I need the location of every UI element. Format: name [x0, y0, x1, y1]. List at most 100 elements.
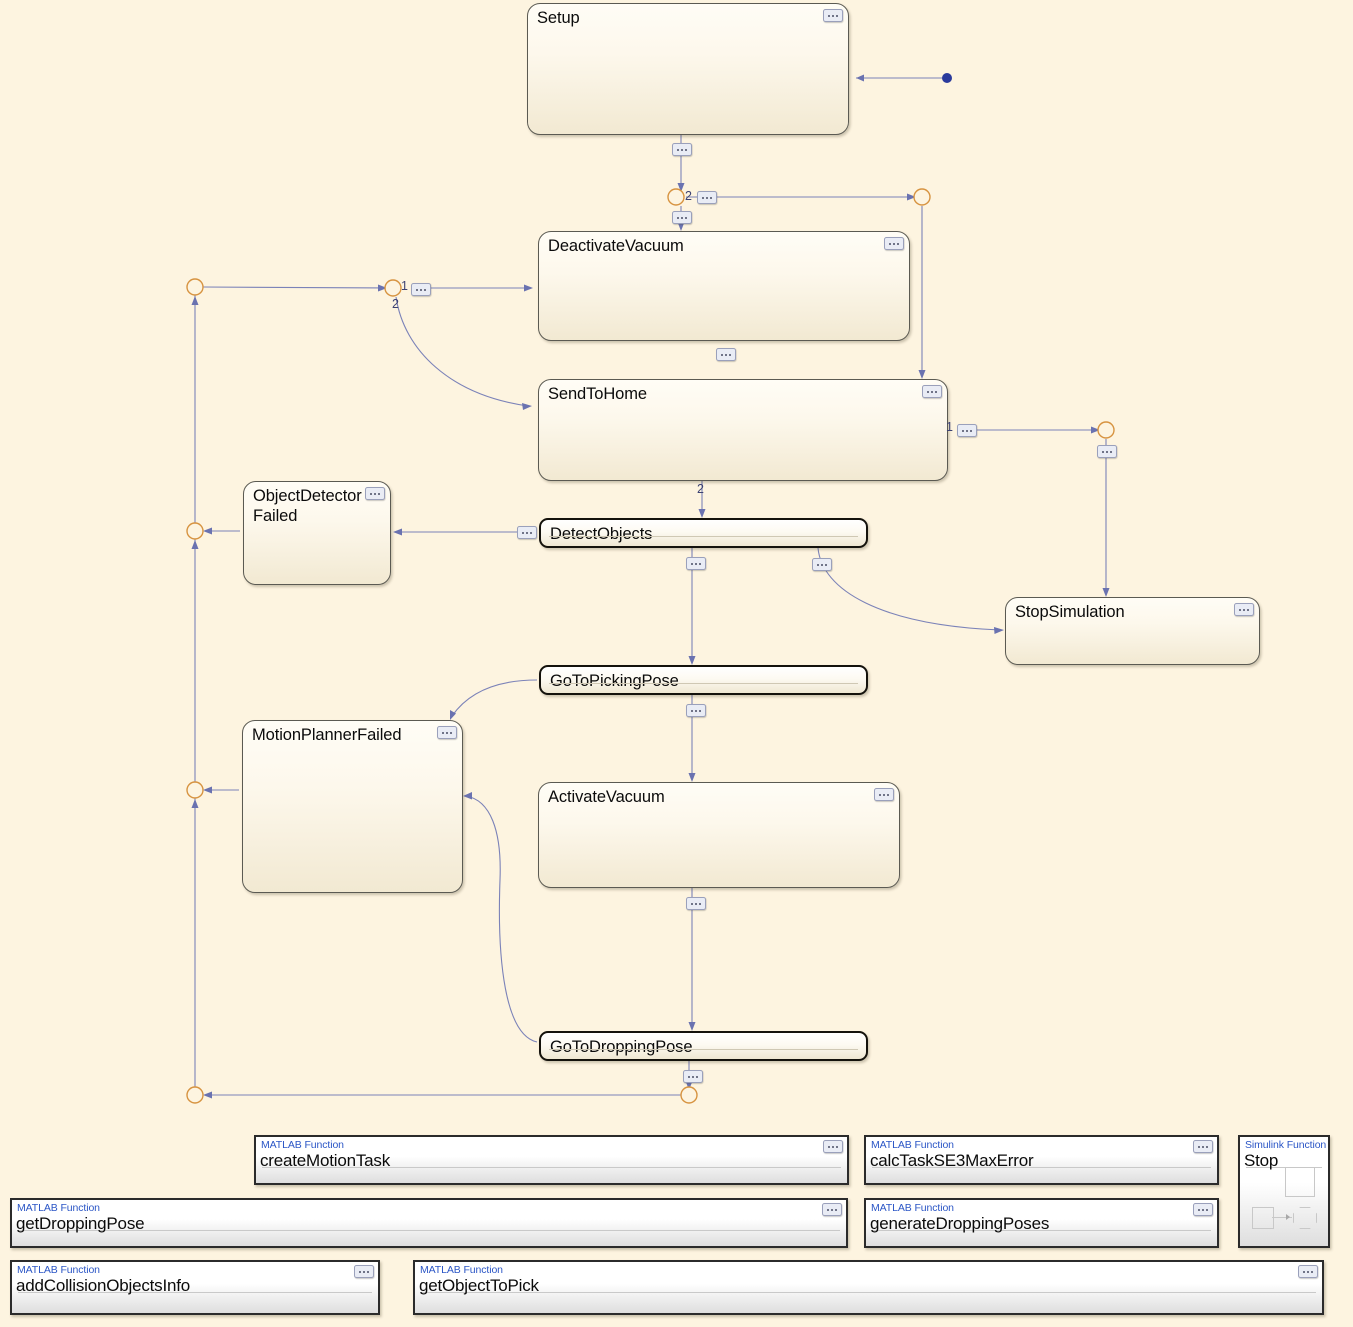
- block-options-icon[interactable]: [822, 1203, 842, 1216]
- preview-subsystem-square: [1285, 1167, 1315, 1197]
- state-setup[interactable]: Setup: [527, 3, 849, 135]
- function-name-rule: [872, 1230, 1211, 1231]
- state-options-icon[interactable]: [1234, 603, 1254, 616]
- arrowhead-picking-top: [688, 656, 696, 665]
- transition-order-label: 2: [697, 482, 704, 496]
- transition-options-icon[interactable]: [686, 557, 706, 570]
- arrowhead-jdeact: [378, 284, 387, 292]
- state-options-icon[interactable]: [884, 237, 904, 250]
- function-name-label: Stop: [1244, 1151, 1279, 1170]
- transition-options-icon[interactable]: [683, 1070, 703, 1083]
- wire-jdeact-to-sendtohome: [395, 296, 529, 407]
- function-block-stop[interactable]: Simulink Function Stop: [1238, 1135, 1330, 1248]
- state-title-rule: [549, 683, 858, 684]
- transition-options-icon[interactable]: [411, 283, 431, 296]
- state-activate-vacuum[interactable]: ActivateVacuum: [538, 782, 900, 888]
- arrowhead-motionfail-right: [463, 792, 472, 800]
- wire-detect-to-stopsim: [817, 547, 1001, 631]
- junction-left-3: [186, 781, 204, 799]
- block-options-icon[interactable]: [1193, 1140, 1213, 1153]
- transition-options-icon[interactable]: [686, 704, 706, 717]
- state-deactivate-vacuum[interactable]: DeactivateVacuum: [538, 231, 910, 341]
- junction-bottom: [680, 1086, 698, 1104]
- state-stop-simulation[interactable]: StopSimulation: [1005, 597, 1260, 665]
- arrowhead-activate-top: [688, 773, 696, 782]
- arrowhead-stopsim-left: [994, 627, 1004, 634]
- function-type-label: MATLAB Function: [871, 1202, 954, 1214]
- junction-left-2: [186, 522, 204, 540]
- state-options-icon[interactable]: [874, 788, 894, 801]
- transition-options-icon[interactable]: [1097, 445, 1117, 458]
- junction-right-mid: [1097, 421, 1115, 439]
- arrowhead-left-rail-3: [191, 799, 199, 808]
- state-label: MotionPlannerFailed: [252, 726, 402, 744]
- transition-options-icon[interactable]: [672, 143, 692, 156]
- function-block-create-motion-task[interactable]: MATLAB Function createMotionTask: [254, 1135, 849, 1185]
- arrowhead-left-rail-2: [191, 540, 199, 549]
- transition-order-label: 1: [946, 420, 953, 434]
- state-label: Setup: [537, 9, 580, 27]
- function-block-add-collision-objects-info[interactable]: MATLAB Function addCollisionObjectsInfo: [10, 1260, 380, 1315]
- state-go-to-dropping-pose[interactable]: GoToDroppingPose: [539, 1031, 868, 1061]
- function-name-label: getObjectToPick: [419, 1276, 539, 1295]
- state-options-icon[interactable]: [437, 726, 457, 739]
- state-object-detector-failed[interactable]: ObjectDetector Failed: [243, 481, 391, 585]
- transition-order-label: 2: [685, 189, 692, 203]
- function-name-rule: [872, 1167, 1211, 1168]
- transition-options-icon[interactable]: [697, 191, 717, 204]
- arrowhead-jleft3: [203, 786, 212, 794]
- default-transition-dot: [942, 73, 952, 83]
- state-go-to-picking-pose[interactable]: GoToPickingPose: [539, 665, 868, 695]
- function-name-label: addCollisionObjectsInfo: [16, 1276, 190, 1295]
- state-send-to-home[interactable]: SendToHome: [538, 379, 948, 481]
- function-block-get-dropping-pose[interactable]: MATLAB Function getDroppingPose: [10, 1198, 848, 1248]
- junction-top-right: [913, 188, 931, 206]
- arrowhead-left-rail-1: [191, 296, 199, 305]
- junction-left-4: [186, 1086, 204, 1104]
- state-options-icon[interactable]: [922, 385, 942, 398]
- state-options-icon[interactable]: [365, 487, 385, 500]
- arrowhead-jleft4: [203, 1091, 212, 1099]
- transition-options-icon[interactable]: [672, 211, 692, 224]
- wire-jleft1-to-jdeact: [202, 286, 386, 289]
- arrowhead-objdetfail-right: [393, 528, 402, 536]
- function-block-calc-task-se3-max-error[interactable]: MATLAB Function calcTaskSE3MaxError: [864, 1135, 1219, 1185]
- block-options-icon[interactable]: [1193, 1203, 1213, 1216]
- preview-connector-line: [1272, 1217, 1292, 1219]
- wire-picking-to-motionfail: [451, 679, 538, 717]
- function-name-label: createMotionTask: [260, 1151, 391, 1170]
- function-block-generate-dropping-poses[interactable]: MATLAB Function generateDroppingPoses: [864, 1198, 1219, 1248]
- function-type-label: MATLAB Function: [261, 1139, 344, 1151]
- arrowhead-jtopleft: [677, 183, 685, 192]
- arrowhead-default-setup: [856, 74, 864, 82]
- block-options-icon[interactable]: [1298, 1265, 1318, 1278]
- wire-dropping-to-motionfail: [465, 795, 538, 1043]
- function-type-label: MATLAB Function: [17, 1264, 100, 1276]
- block-options-icon[interactable]: [823, 1140, 843, 1153]
- transition-options-icon[interactable]: [812, 558, 832, 571]
- function-block-get-object-to-pick[interactable]: MATLAB Function getObjectToPick: [413, 1260, 1324, 1315]
- function-name-label: calcTaskSE3MaxError: [870, 1151, 1034, 1170]
- state-label: DeactivateVacuum: [548, 237, 684, 255]
- state-label: ActivateVacuum: [548, 788, 665, 806]
- state-options-icon[interactable]: [823, 9, 843, 22]
- state-label: GoToPickingPose: [550, 672, 679, 690]
- state-motion-planner-failed[interactable]: MotionPlannerFailed: [242, 720, 463, 893]
- function-name-rule: [18, 1230, 840, 1231]
- simulink-function-preview: [1240, 1137, 1328, 1246]
- junction-deactivate: [384, 279, 402, 297]
- function-name-label: getDroppingPose: [16, 1214, 145, 1233]
- state-detect-objects[interactable]: DetectObjects: [539, 518, 868, 548]
- transition-options-icon[interactable]: [686, 897, 706, 910]
- transition-options-icon[interactable]: [716, 348, 736, 361]
- state-label: ObjectDetector Failed: [253, 487, 362, 526]
- junction-top-left: [667, 188, 685, 206]
- preview-terminator-octagon: [1293, 1207, 1317, 1229]
- transition-order-label: 1: [401, 279, 408, 293]
- block-options-icon[interactable]: [354, 1265, 374, 1278]
- arrowhead-stopsim-top: [1102, 588, 1110, 597]
- transition-options-icon[interactable]: [957, 424, 977, 437]
- arrowhead-dropping-top: [688, 1022, 696, 1031]
- transition-options-icon[interactable]: [517, 526, 537, 539]
